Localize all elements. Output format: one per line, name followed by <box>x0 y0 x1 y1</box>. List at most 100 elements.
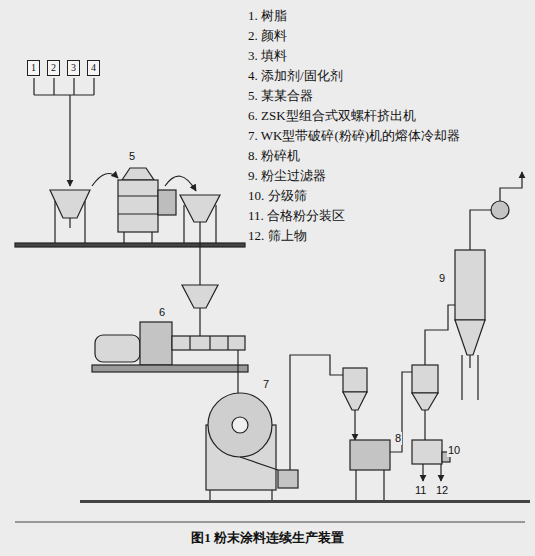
feed-lines-part <box>33 78 34 95</box>
separation-line-part <box>461 355 462 400</box>
legend-entry: 9. 粉尘过滤器 <box>248 168 326 184</box>
callout-number: 12 <box>435 484 449 497</box>
extruder-part <box>140 322 172 365</box>
callout-number: 5 <box>128 150 136 163</box>
extruder-part <box>209 336 210 350</box>
separation-line-part <box>455 250 485 320</box>
separation-line-part <box>477 355 478 400</box>
mixing-station-part <box>15 243 245 247</box>
legend-entry: 1. 树脂 <box>248 8 287 24</box>
legend-entry: 8. 粉碎机 <box>248 148 300 164</box>
melt-cooler-part <box>240 457 278 470</box>
box-number: 4 <box>91 62 96 74</box>
grinding-line-part <box>383 470 384 500</box>
extruder-part <box>172 336 245 350</box>
separation-line-part <box>412 393 438 410</box>
separation-line-part <box>422 464 423 481</box>
mixing-station-part <box>122 168 154 180</box>
separation-line-part <box>469 355 470 368</box>
melt-cooler-part <box>237 350 238 393</box>
mixing-station-part <box>151 232 152 243</box>
feed-lines-part <box>73 78 74 95</box>
ingredient-box: 3 <box>67 60 80 76</box>
extruder-part <box>182 285 218 308</box>
grinding-line-part <box>343 368 367 392</box>
ingredient-box: 2 <box>47 60 60 76</box>
ingredient-box: 1 <box>27 60 40 76</box>
separation-line-part <box>470 210 491 250</box>
callout-number: 8 <box>394 432 402 445</box>
separation-line-part <box>440 464 441 481</box>
legend-entry: 12. 筛上物 <box>248 228 307 244</box>
box-number: 2 <box>51 62 56 74</box>
extruder-part <box>92 365 248 372</box>
grinding-line-part <box>350 440 390 470</box>
melt-cooler-part <box>232 417 248 433</box>
mixing-station-part <box>118 213 158 214</box>
mixing-station-part <box>215 205 216 243</box>
feed-lines-part <box>93 78 94 95</box>
mixing-station-part <box>84 201 85 243</box>
mixing-station-part <box>123 232 124 243</box>
feed-lines-part <box>69 95 70 186</box>
grinding-line-part <box>355 470 356 500</box>
melt-cooler-part <box>278 470 298 488</box>
grinding-line-part <box>290 355 343 470</box>
melt-cooler <box>206 350 298 500</box>
separation-line <box>412 172 522 481</box>
feed-lines-part <box>34 94 94 95</box>
grinding-line <box>290 355 412 500</box>
separation-line-part <box>491 201 509 219</box>
extruder-part <box>199 222 200 285</box>
floor-and-rule <box>15 500 530 522</box>
caption-rule <box>15 522 525 523</box>
mixing-station <box>15 168 245 247</box>
separation-line-part <box>500 172 522 201</box>
legend-entry: 7. WK型带破碎(粉碎)机的熔体冷却器 <box>248 128 460 144</box>
callout-number: 9 <box>438 272 446 285</box>
callout-number: 7 <box>262 378 270 391</box>
mixing-station-part <box>50 190 90 218</box>
grinding-line-part <box>343 392 367 410</box>
mixing-station-part <box>183 205 184 243</box>
mixing-station-part <box>180 195 220 222</box>
mixing-station-part <box>69 218 70 228</box>
extruder <box>92 222 248 372</box>
extruder-part <box>189 336 190 350</box>
mixing-station-part <box>118 195 158 196</box>
feed-lines <box>34 78 94 186</box>
mixing-station-part <box>92 174 118 187</box>
mixing-station-part <box>118 180 158 232</box>
callout-number: 6 <box>158 306 166 319</box>
melt-cooler-part <box>209 490 210 500</box>
melt-cooler-part <box>208 393 272 457</box>
feed-lines-part <box>53 78 54 95</box>
separation-line-part <box>412 440 442 464</box>
extruder-part <box>95 335 140 362</box>
separation-line-part <box>455 320 485 355</box>
box-number: 3 <box>71 62 76 74</box>
legend-entry: 5. 某某合器 <box>248 88 313 104</box>
mixing-station-part <box>158 190 176 215</box>
legend-entry: 11. 合格粉分装区 <box>248 208 345 224</box>
legend-entry: 3. 填料 <box>248 48 287 64</box>
legend-entry: 4. 添加剂/固化剂 <box>248 68 343 84</box>
mixing-station-part <box>54 201 55 243</box>
legend-entry: 10. 分级筛 <box>248 188 307 204</box>
legend-entry: 6. ZSK型组合式双螺杆挤出机 <box>248 108 416 124</box>
floor-slab <box>80 500 530 503</box>
callout-number: 10 <box>447 444 461 457</box>
grinding-line-part <box>354 410 355 440</box>
ingredient-box: 4 <box>87 60 100 76</box>
grinding-line-part <box>390 372 412 452</box>
separation-line-part <box>424 410 425 440</box>
extruder-part <box>199 308 200 336</box>
extruder-part <box>227 336 228 350</box>
figure-caption: 图1 粉末涂料连续生产装置 <box>0 530 535 546</box>
separation-line-part <box>425 305 455 365</box>
box-number: 1 <box>31 62 36 74</box>
separation-line-part <box>412 365 438 393</box>
mixing-station-part <box>165 176 196 191</box>
